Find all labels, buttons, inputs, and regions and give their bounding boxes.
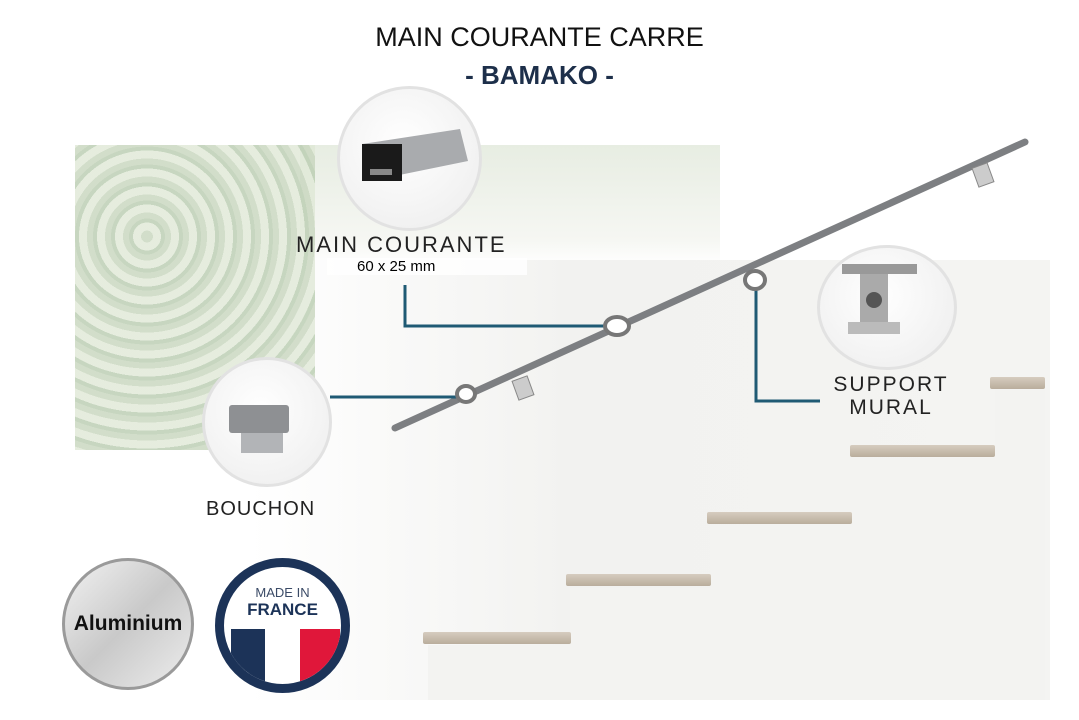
main-courante-dimension: 60 x 25 mm [327, 258, 527, 275]
bracket [511, 375, 535, 401]
flag-blue [231, 629, 265, 684]
support-label-line2: MURAL [849, 396, 933, 419]
page-subtitle: - BAMAKO - [465, 60, 614, 90]
support-label-line1: SUPPORT [833, 373, 949, 396]
main-courante-image [337, 86, 482, 231]
page-title: MAIN COURANTE CARRE [375, 22, 704, 52]
bracket [971, 162, 995, 188]
aluminium-badge: Aluminium [62, 558, 194, 690]
hotspot-ring [743, 269, 767, 291]
handrail [391, 138, 1029, 432]
made-in-france-badge: MADE IN FRANCE [215, 558, 350, 693]
made-in-text: MADE IN [255, 585, 310, 600]
flag-red [300, 629, 340, 684]
bouchon-label: BOUCHON [206, 498, 316, 520]
main-courante-label: MAIN COURANTE [296, 232, 507, 257]
support-mural-image [817, 245, 957, 370]
france-text: FRANCE [247, 600, 318, 619]
material-label: Aluminium [73, 612, 183, 635]
hotspot-ring [455, 384, 477, 404]
bouchon-image [202, 357, 332, 487]
hotspot-ring [603, 315, 631, 337]
